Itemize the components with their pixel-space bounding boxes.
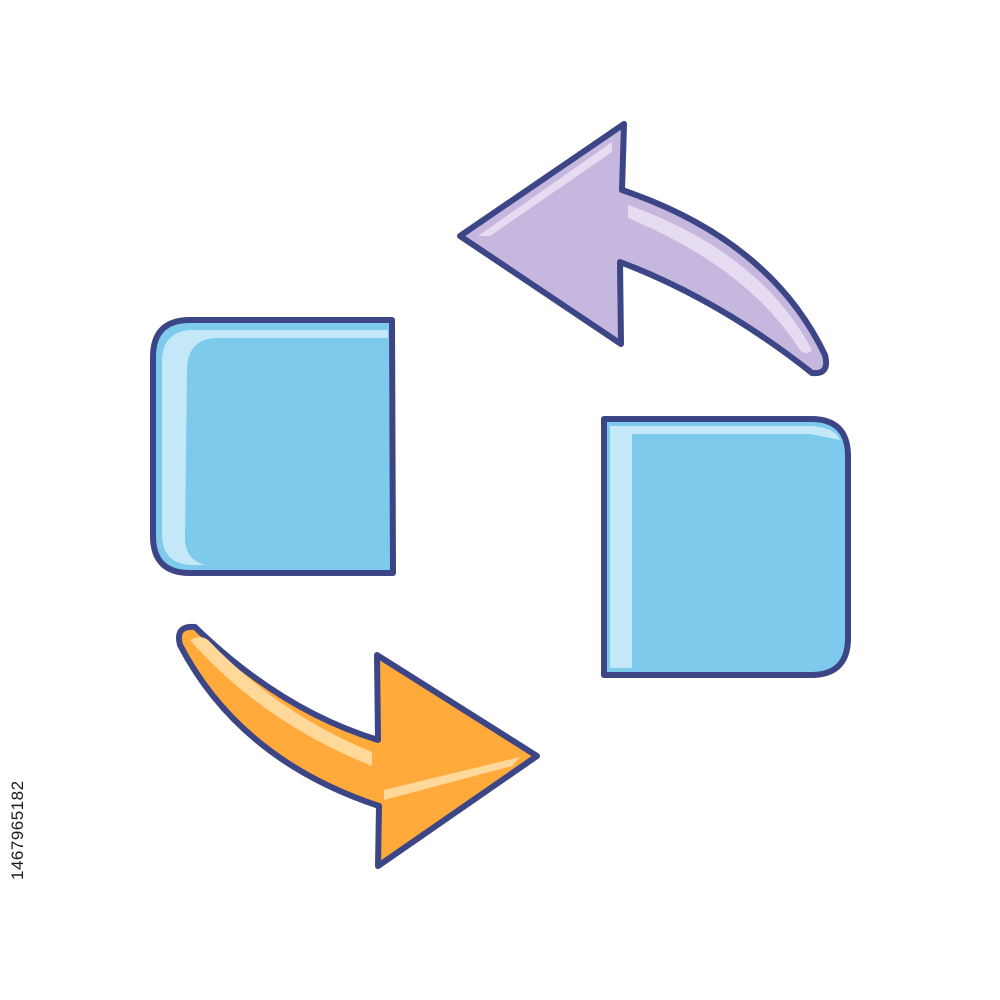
square-left-icon [150, 317, 396, 576]
square-right-icon [601, 416, 851, 678]
stock-id-label: 1467965182 [8, 780, 27, 880]
arrow-purple-icon [457, 121, 830, 377]
arrow-orange-icon [176, 623, 540, 869]
